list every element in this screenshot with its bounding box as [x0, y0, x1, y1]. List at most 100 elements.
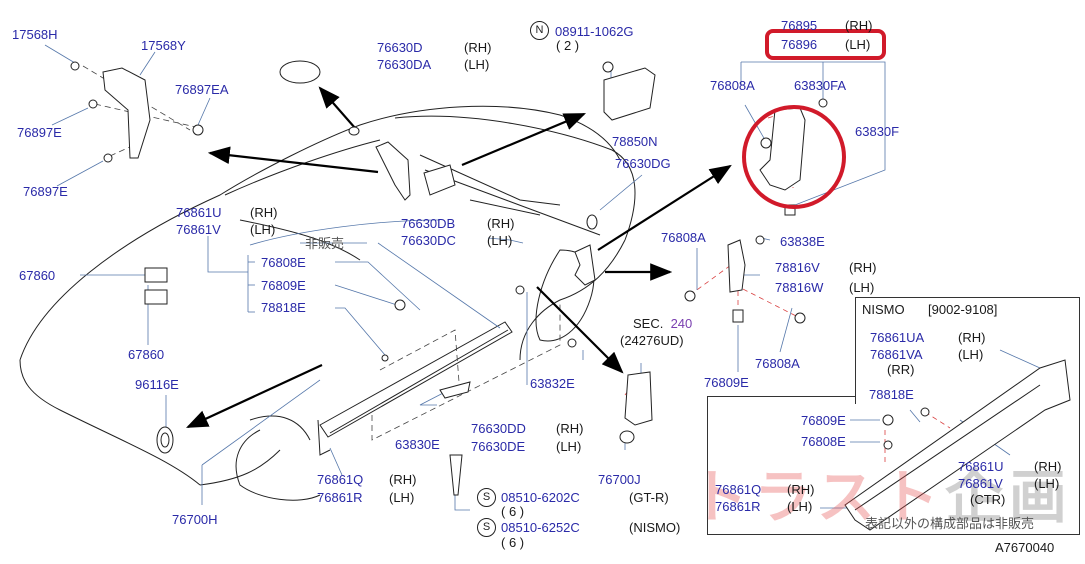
part-76861V[interactable]: 76861V [176, 222, 221, 237]
part-67860[interactable]: 67860 [128, 347, 165, 362]
side-lh: (LH) [389, 490, 415, 505]
mirror-cover-part [279, 60, 321, 84]
part-96116E[interactable]: 96116E [135, 377, 179, 392]
nismo-inset-box-lower [707, 396, 1080, 535]
not-sold-label: 非販売 [305, 236, 345, 251]
part-08510-6252C[interactable]: 08510-6252C [501, 520, 580, 535]
part-63832E[interactable]: 63832E [530, 376, 575, 391]
side-rh: (RH) [250, 205, 278, 220]
part-76630DB[interactable]: 76630DB [401, 216, 456, 231]
part-17568H[interactable]: 17568H [12, 27, 58, 42]
part-24276UD [624, 371, 653, 426]
part-76861Q[interactable]: 76861Q [317, 472, 364, 487]
part-63838E[interactable]: 63838E [780, 234, 825, 249]
part-67860[interactable]: 67860 [19, 268, 56, 283]
nismo-date-range: [9002-9108] [928, 302, 998, 317]
part-76861VA[interactable]: 76861VA [870, 347, 923, 362]
diagram-code: A7670040 [995, 540, 1055, 555]
part-17568Y[interactable]: 17568Y [141, 38, 186, 53]
part-76897E[interactable]: 76897E [17, 125, 62, 140]
highlight-circle-mud-flap [742, 105, 846, 209]
quantity: ( 6 ) [501, 504, 525, 519]
part-76630D[interactable]: 76630D [377, 40, 423, 55]
side-lh: (LH) [958, 347, 984, 362]
nut-badge: N [530, 21, 549, 40]
part-76808A[interactable]: 76808A [755, 356, 800, 371]
part-76808E[interactable]: 76808E [261, 255, 306, 270]
part-76809E[interactable]: 76809E [801, 413, 846, 428]
part-76861UA[interactable]: 76861UA [870, 330, 925, 345]
part-76808E[interactable]: 76808E [801, 434, 846, 449]
side-lh: (LH) [787, 499, 813, 514]
part-76700H[interactable]: 76700H [172, 512, 218, 527]
part-76808A[interactable]: 76808A [710, 78, 755, 93]
part-63830FA[interactable]: 63830FA [794, 78, 847, 93]
car-body-outline [19, 105, 636, 501]
part-76630DE[interactable]: 76630DE [471, 439, 526, 454]
highlight-annotations [742, 29, 886, 209]
leader-lines [44, 44, 1041, 511]
side-rh: (RH) [556, 421, 584, 436]
part-76896[interactable]: 76896 [781, 37, 818, 52]
part-76808A[interactable]: 76808A [661, 230, 706, 245]
bracket-78816 [727, 239, 746, 293]
screw-badge: S [477, 488, 496, 507]
vent-small [423, 164, 456, 196]
side-lh: (LH) [464, 57, 490, 72]
part-76630DC[interactable]: 76630DC [401, 233, 456, 248]
emblem-67860-a [144, 267, 168, 283]
variant-nismo: (NISMO) [629, 520, 681, 535]
part-76630DA[interactable]: 76630DA [377, 57, 432, 72]
quantity: ( 2 ) [556, 38, 580, 53]
part-76809E[interactable]: 76809E [704, 375, 749, 390]
part-76861V[interactable]: 76861V [958, 476, 1003, 491]
side-rh: (RH) [787, 482, 815, 497]
bracket-17568Y [102, 67, 151, 159]
part-76897EA[interactable]: 76897EA [175, 82, 229, 97]
watermark: トラスト企画 [690, 463, 1073, 531]
part-78818E[interactable]: 78818E [869, 387, 914, 402]
section-reference[interactable]: SEC. 240 [633, 316, 693, 331]
side-lh: (LH) [1034, 476, 1060, 491]
part-08510-6202C[interactable]: 08510-6202C [501, 490, 580, 505]
side-rh: (RH) [849, 260, 877, 275]
part-78816W[interactable]: 78816W [775, 280, 824, 295]
part-76861R[interactable]: 76861R [715, 499, 761, 514]
part-24276UD[interactable]: (24276UD) [620, 333, 684, 348]
part-76861U[interactable]: 76861U [958, 459, 1004, 474]
part-63830E[interactable]: 63830E [395, 437, 440, 452]
part-78816V[interactable]: 78816V [775, 260, 820, 275]
part-76809E[interactable]: 76809E [261, 278, 306, 293]
side-lh: (LH) [487, 233, 513, 248]
quantity: ( 6 ) [501, 535, 525, 550]
position-ctr: (CTR) [970, 492, 1006, 507]
emblem-67860-b [144, 289, 168, 305]
part-76861Q[interactable]: 76861Q [715, 482, 762, 497]
mud-flap-in-car [574, 244, 596, 286]
variant-gtr: (GT-R) [629, 490, 669, 505]
side-lh: (LH) [556, 439, 582, 454]
side-rh: (RH) [487, 216, 515, 231]
nismo-inset-box [855, 297, 1080, 404]
part-78818E[interactable]: 78818E [261, 300, 306, 315]
part-76897E[interactable]: 76897E [23, 184, 68, 199]
side-rh: (RH) [1034, 459, 1062, 474]
part-08911-1062G[interactable]: 08911-1062G [555, 24, 634, 39]
pillar-trim [375, 141, 411, 201]
side-rh: (RH) [845, 18, 873, 33]
pointer-arrows [186, 86, 732, 428]
part-76700J[interactable]: 76700J [598, 472, 641, 487]
side-lh: (LH) [849, 280, 875, 295]
part-78850N[interactable]: 78850N [612, 134, 658, 149]
side-rh: (RH) [958, 330, 986, 345]
part-glyphs [70, 60, 1071, 531]
vent-78850N [603, 67, 656, 121]
side-lh: (LH) [845, 37, 871, 52]
part-76630DG[interactable]: 76630DG [615, 156, 671, 171]
part-63830F[interactable]: 63830F [855, 124, 900, 139]
part-76630DD[interactable]: 76630DD [471, 421, 526, 436]
part-76861R[interactable]: 76861R [317, 490, 363, 505]
part-76861U[interactable]: 76861U [176, 205, 222, 220]
part-76895[interactable]: 76895 [781, 18, 818, 33]
